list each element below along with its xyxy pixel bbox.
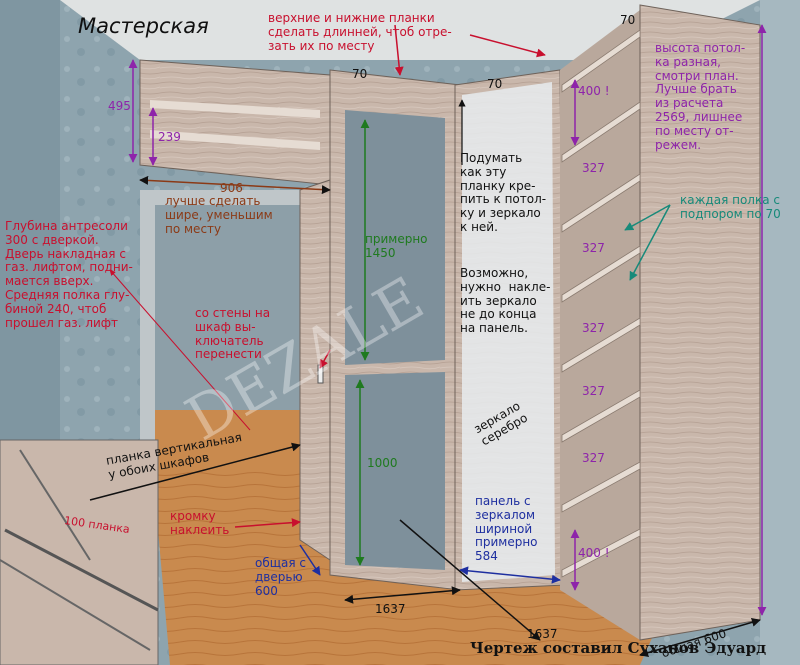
dim-70-mid: 70: [487, 77, 503, 91]
ceiling: [60, 0, 760, 60]
inset-detail: [0, 439, 159, 665]
shelf-board: [561, 317, 641, 373]
dim-approx-1450: примерно 1450: [365, 232, 428, 260]
dim-1637-bottom: 1637: [527, 627, 558, 641]
shelf-board: [561, 173, 641, 233]
note-door-width: лучше сделать шире, уменьшим по месту: [165, 194, 273, 236]
dim-327-1: 327: [582, 161, 605, 175]
dim-327-5: 327: [582, 451, 605, 465]
dim-1637-left: 1637: [375, 602, 406, 616]
shelving-side: [560, 10, 640, 640]
mezzanine-shelf-top: [150, 100, 320, 118]
note-shelf-support: каждая полка с подпором по 70: [680, 193, 781, 221]
note-switch: со стены на шкаф вы- ключатель перенести: [195, 306, 271, 362]
dim-495: 495: [108, 99, 131, 113]
dim-327-4: 327: [582, 384, 605, 398]
dim-400-top: 400 !: [578, 84, 610, 98]
left-cabinet-lower-back: [345, 372, 445, 570]
shelf-board: [561, 245, 641, 303]
mezzanine-cabinet: [139, 59, 331, 186]
note-mirror-glue: Возможно, нужно накле- ить зеркало не до…: [460, 266, 551, 336]
note-total-with-door: общая с дверью 600: [255, 556, 307, 598]
doorway-floor: [155, 410, 305, 470]
drawing-title: Мастерская: [78, 14, 209, 38]
dim-1000: 1000: [367, 456, 398, 470]
doorway-opening: [155, 205, 305, 410]
note-mezzanine: Глубина антресоли 300 с дверкой. Дверь н…: [5, 219, 133, 330]
mezzanine-shelf-mid: [150, 130, 320, 150]
note-ceiling: высота потол- ка разная, смотри план. Лу…: [655, 41, 746, 152]
right-wall: [760, 0, 800, 665]
credit-line: Чертеж составил Суханов Эдуард: [470, 639, 767, 657]
dim-327-3: 327: [582, 321, 605, 335]
dim-400-bottom: 400 !: [578, 546, 610, 560]
dim-239: 239: [158, 130, 181, 144]
shelf-board: [561, 461, 641, 513]
dim-70-left: 70: [352, 67, 368, 81]
shelf-board: [561, 528, 641, 578]
shelf-board: [561, 101, 641, 163]
shelf-board: [561, 389, 641, 443]
note-top-planks: верхние и нижние планки сделать длинней,…: [268, 11, 452, 53]
dim-70-right: 70: [620, 13, 636, 27]
left-wall: [0, 0, 60, 440]
note-fix-plank: Подумать как эту планку кре- пить к пото…: [460, 151, 547, 234]
note-panel-mirror: панель с зеркалом шириной примерно 584: [475, 494, 538, 564]
note-edge-band: кромку наклеить: [170, 509, 230, 537]
dim-906: 906: [220, 181, 243, 195]
mirror-surface: [462, 82, 555, 582]
dim-327-2: 327: [582, 241, 605, 255]
shelf-board: [561, 29, 641, 93]
left-cabinet-upper-back: [345, 110, 445, 365]
